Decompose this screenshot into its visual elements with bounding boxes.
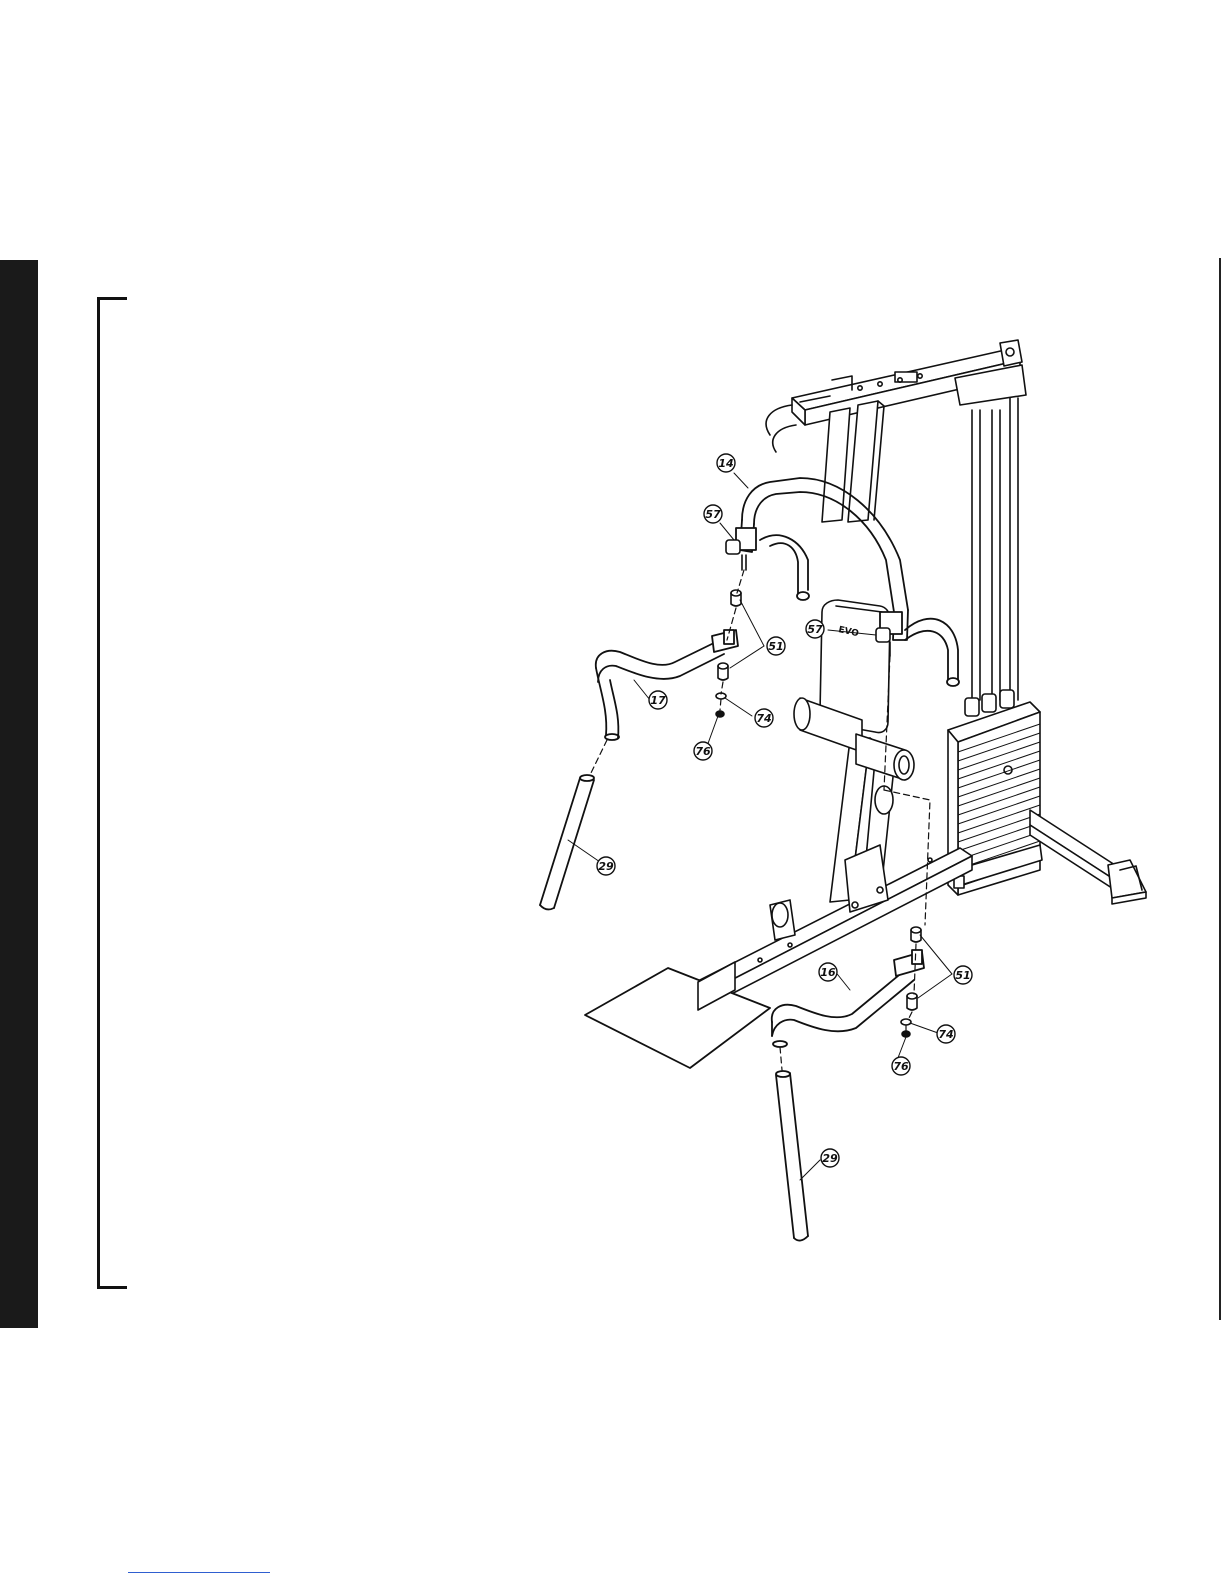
callout-c16: 16: [819, 963, 837, 981]
callout-c74a: 74: [755, 709, 773, 727]
callout-label: 29: [598, 860, 614, 873]
callout-label: 76: [695, 745, 711, 758]
callout-layer: 14 57 57 51 17 74 76 29 16 51 74 76 29: [597, 454, 972, 1167]
top-crossbar: [792, 340, 1026, 425]
rear-upright: [822, 401, 884, 522]
callout-label: 74: [938, 1028, 953, 1041]
callout-label: 57: [807, 623, 823, 636]
callout-c74b: 74: [937, 1025, 955, 1043]
callout-label: 29: [822, 1152, 838, 1165]
tube-part-29a: [540, 775, 594, 909]
callout-label: 74: [756, 712, 771, 725]
callout-label: 57: [705, 508, 721, 521]
callout-c51a: 51: [767, 637, 785, 655]
tube-part-29b: [776, 1071, 808, 1241]
callout-c29b: 29: [821, 1149, 839, 1167]
base-rear-stabiliser: [1030, 810, 1146, 904]
callout-c57b: 57: [806, 620, 824, 638]
callout-c51b: 51: [954, 966, 972, 984]
callout-label: 76: [893, 1060, 909, 1073]
callout-c57a: 57: [704, 505, 722, 523]
upper-hardware: [716, 590, 741, 717]
callout-c14: 14: [717, 454, 735, 472]
callout-c76a: 76: [694, 742, 712, 760]
callout-c17: 17: [649, 691, 667, 709]
callout-c29a: 29: [597, 857, 615, 875]
callout-c76b: 76: [892, 1057, 910, 1075]
callout-label: 16: [820, 966, 836, 979]
callout-label: 51: [955, 969, 970, 982]
press-arm-part-16: [772, 950, 924, 1047]
callout-label: 51: [768, 640, 783, 653]
callout-label: 14: [718, 457, 733, 470]
callout-leaders: [568, 473, 952, 1180]
callout-label: 17: [650, 694, 666, 707]
press-arm-part-17: [596, 630, 738, 740]
guide-rods: [965, 398, 1018, 716]
